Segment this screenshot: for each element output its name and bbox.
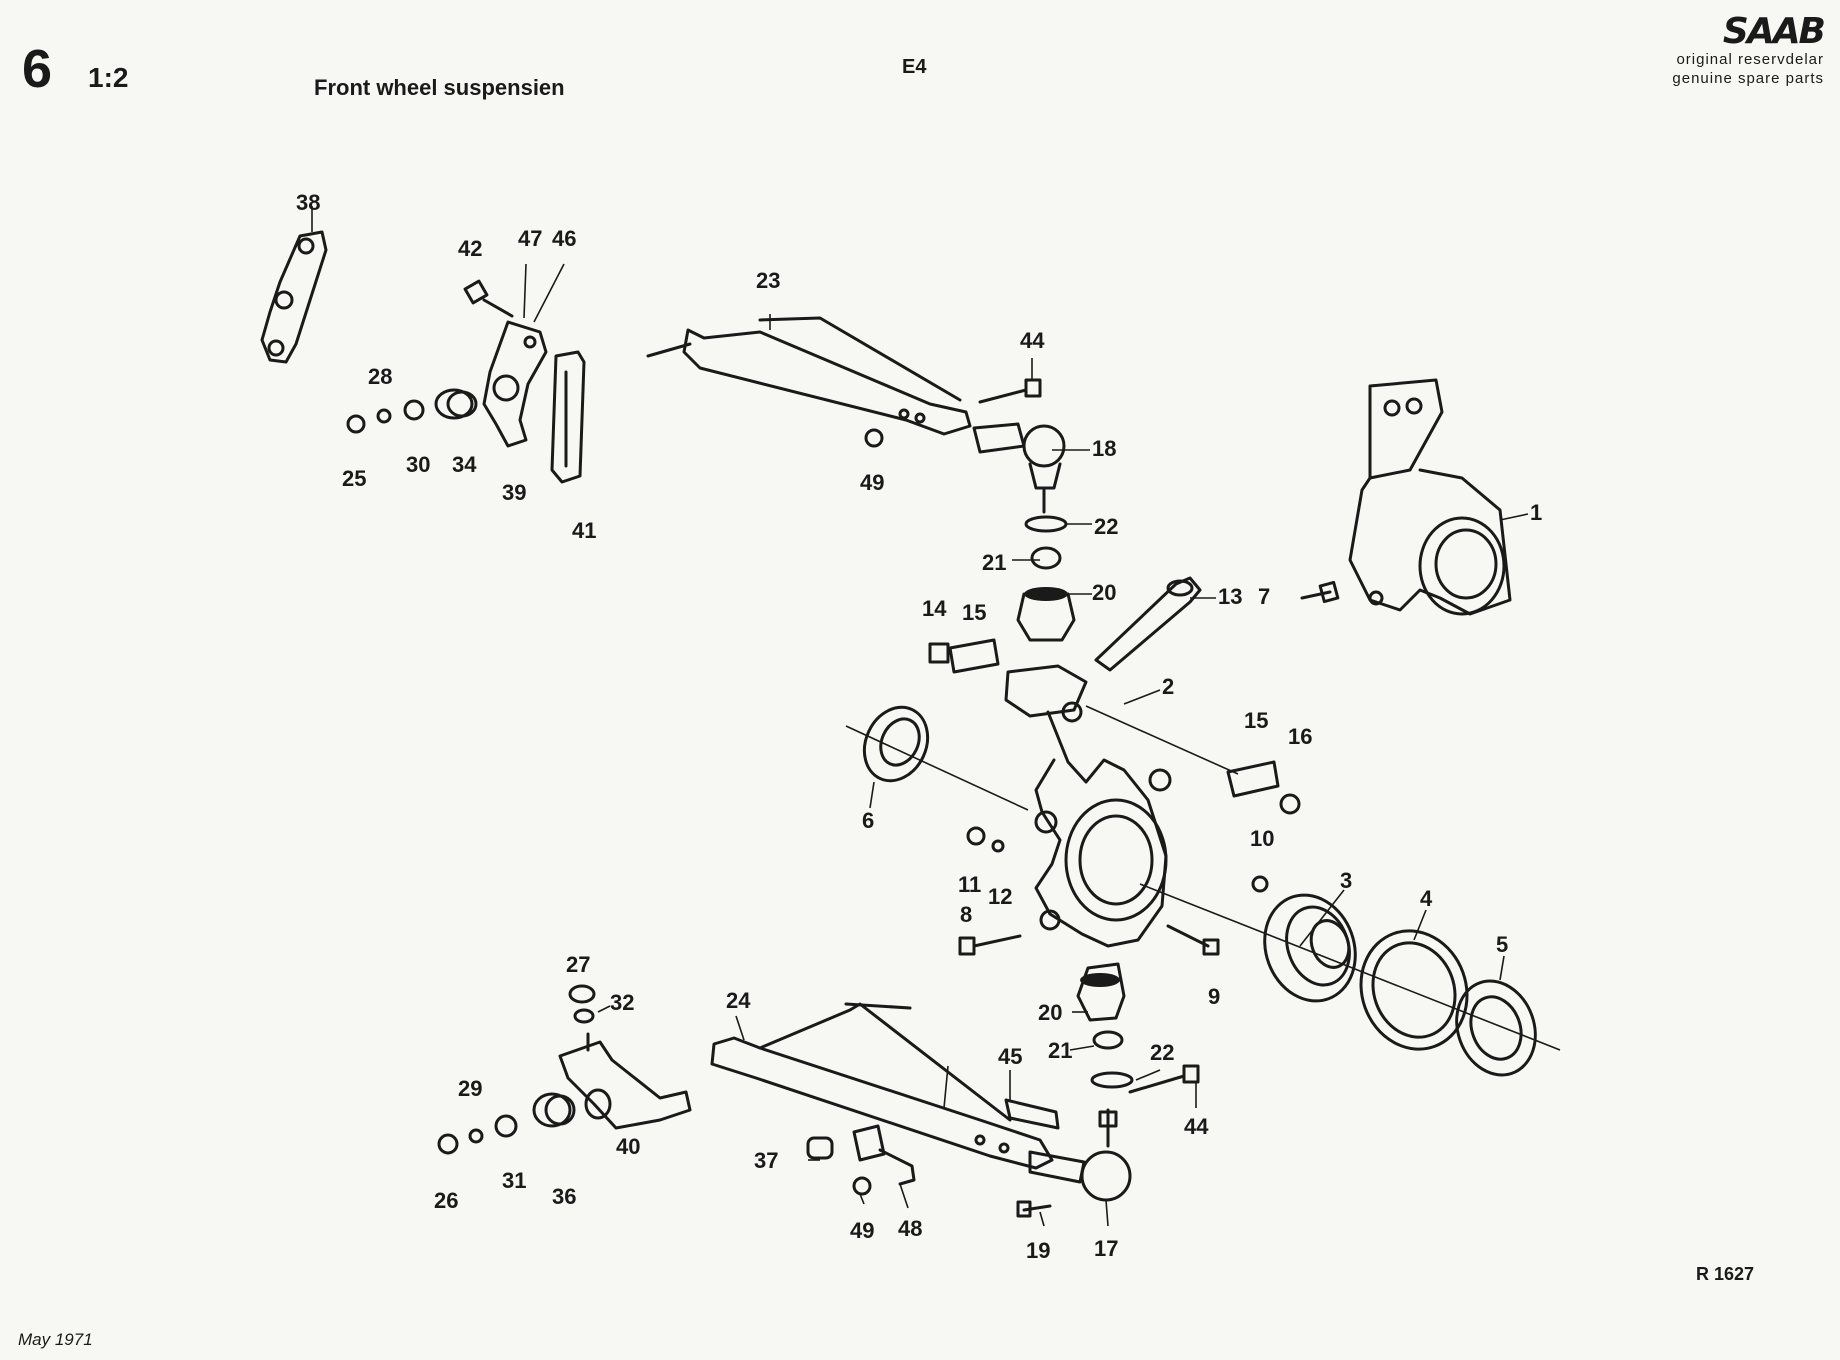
callout: 45 — [998, 1044, 1022, 1069]
callout: 31 — [502, 1168, 526, 1193]
brand-line-1: original reservdelar — [1676, 51, 1824, 68]
part-49-upper-nut — [864, 428, 884, 448]
callout: 20 — [1038, 1000, 1062, 1025]
leader-lines — [311, 206, 1561, 1227]
page-title: Front wheel suspensien — [314, 75, 565, 100]
part-38-bracket — [260, 230, 328, 364]
callout: 16 — [1288, 724, 1312, 749]
part-34-bushing — [434, 388, 478, 420]
part-37-48-49-lower-bushing — [806, 1124, 916, 1196]
callout: 44 — [1184, 1114, 1209, 1139]
part-14-15-upper-clamp — [928, 638, 1000, 674]
part-26-29-31-nut-washers — [437, 1114, 518, 1155]
brand-line-2: genuine spare parts — [1672, 70, 1824, 87]
callout: 4 — [1420, 886, 1433, 911]
callout: 38 — [296, 190, 320, 215]
callout: 18 — [1092, 436, 1116, 461]
part-24-lower-arm — [710, 1002, 1054, 1170]
part-7-bolt — [1300, 580, 1340, 604]
part-25-28-30-nut-washers — [346, 399, 425, 434]
callout: 13 — [1218, 584, 1242, 609]
print-date: May 1971 — [18, 1330, 93, 1349]
callout: 47 — [518, 226, 542, 251]
callout: 20 — [1092, 580, 1116, 605]
callout: 19 — [1026, 1238, 1050, 1263]
callout: 25 — [342, 466, 366, 491]
callout: 14 — [922, 596, 947, 621]
callout: 22 — [1094, 514, 1118, 539]
callout: 3 — [1340, 868, 1352, 893]
part-40-lower-bracket — [558, 1032, 692, 1130]
part-44-upper-bolt — [978, 378, 1042, 404]
part-1-hub-housing — [1348, 378, 1512, 616]
callout: 49 — [850, 1218, 874, 1243]
part-4-ring — [1359, 929, 1469, 1051]
callout: 30 — [406, 452, 430, 477]
part-23-upper-arm — [646, 316, 972, 436]
part-41-plate — [550, 350, 586, 484]
brand-block: SAAB original reservdelar genuine spare … — [1664, 11, 1826, 88]
part-39-bracket — [482, 320, 548, 448]
callout: 40 — [616, 1134, 640, 1159]
part-15-16-side-plate — [1226, 760, 1301, 815]
part-19-bolt — [1016, 1200, 1052, 1218]
part-5-seal — [1455, 979, 1537, 1077]
callout: 10 — [1250, 826, 1274, 851]
callout: 32 — [610, 990, 634, 1015]
callout: 17 — [1094, 1236, 1118, 1261]
callout: 44 — [1020, 328, 1045, 353]
saab-logo: SAAB — [1722, 11, 1826, 52]
callout: 8 — [960, 902, 972, 927]
part-44-lower-bolt — [1128, 1064, 1200, 1094]
callout: 6 — [862, 808, 874, 833]
part-18-upper-ball-joint — [972, 422, 1066, 514]
part-2-steering-knuckle — [1004, 664, 1172, 948]
part-8-9-bolts — [958, 924, 1220, 956]
callout: 11 — [958, 872, 981, 897]
page-scale: 1:2 — [88, 62, 129, 93]
callout: 23 — [756, 268, 780, 293]
callout: 15 — [962, 600, 986, 625]
callout: 34 — [452, 452, 477, 477]
callout: 48 — [898, 1216, 922, 1241]
callout-labels: 1 2 3 4 5 6 7 8 9 10 11 12 13 14 15 15 1… — [296, 190, 1542, 1263]
callout: 42 — [458, 236, 482, 261]
callout: 9 — [1208, 984, 1220, 1009]
section-number: 6 — [22, 39, 53, 99]
part-36-bushing — [532, 1092, 576, 1128]
callout: 12 — [988, 884, 1012, 909]
callout: 49 — [860, 470, 884, 495]
callout: 37 — [754, 1148, 778, 1173]
callout: 22 — [1150, 1040, 1174, 1065]
callout: 36 — [552, 1184, 576, 1209]
callout: 15 — [1244, 708, 1268, 733]
callout: 24 — [726, 988, 751, 1013]
part-13-steering-arm — [1094, 576, 1202, 672]
callout: 5 — [1496, 932, 1508, 957]
callout: 2 — [1162, 674, 1174, 699]
callout: 1 — [1530, 500, 1542, 525]
part-6-seal — [862, 705, 930, 783]
callout: 28 — [368, 364, 392, 389]
part-45-plate — [1004, 1098, 1060, 1130]
part-17-lower-ball-joint — [1028, 1108, 1132, 1202]
callout: 7 — [1258, 584, 1270, 609]
callout: 21 — [1048, 1038, 1072, 1063]
callout: 46 — [552, 226, 576, 251]
part-42-bolt — [463, 279, 514, 318]
callout: 27 — [566, 952, 590, 977]
part-20-21-22-lower-bumper-stack — [1076, 962, 1134, 1089]
callout: 41 — [572, 518, 596, 543]
drawing-reference: R 1627 — [1696, 1264, 1755, 1284]
callout: 26 — [434, 1188, 458, 1213]
part-27-32-stud-nut — [568, 984, 596, 1024]
part-10-11-12-nuts — [966, 826, 1269, 893]
part-3-bearing — [1263, 893, 1357, 1003]
callout: 21 — [982, 550, 1006, 575]
part-22-21-20-upper-bumper-stack — [1016, 515, 1076, 642]
callout: 39 — [502, 480, 526, 505]
group-code: E4 — [902, 56, 927, 78]
callout: 29 — [458, 1076, 482, 1101]
